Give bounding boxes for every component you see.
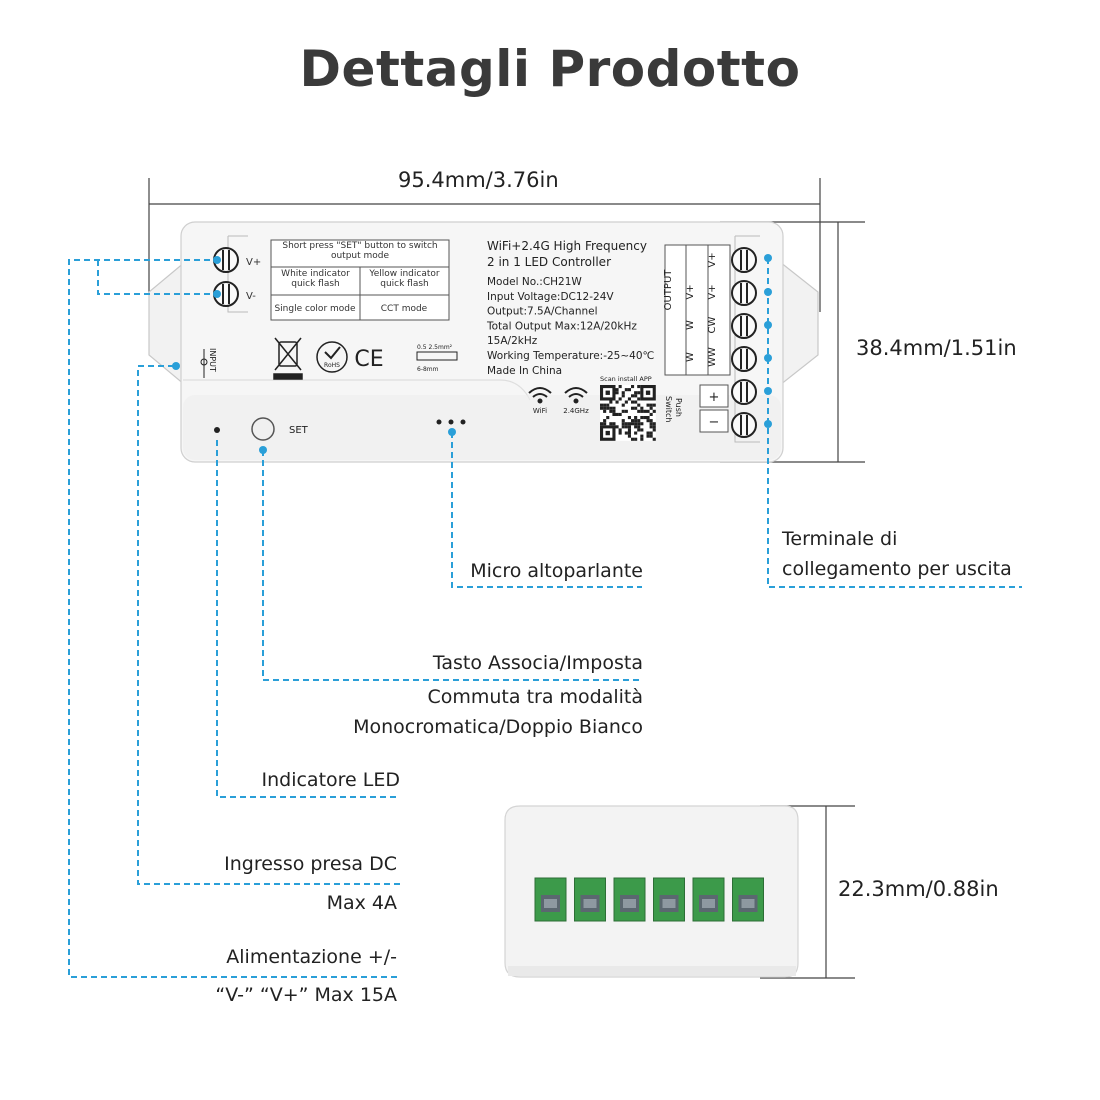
- vminus-label: V-: [246, 291, 256, 302]
- leader-dots: [172, 254, 772, 454]
- svg-text:V+: V+: [685, 284, 696, 299]
- spec-line: Model No.:CH21W: [487, 276, 582, 288]
- wire-strip-icon: 0.5 2.5mm² 6-8mm: [416, 344, 458, 373]
- output-screw-terminal: [731, 247, 757, 273]
- terminal-callout-line2: collegamento per uscita: [782, 558, 1012, 580]
- dc-callout-line1: Ingresso presa DC: [224, 853, 397, 875]
- spec-line: Output:7.5A/Channel: [487, 306, 598, 318]
- white-indicator-text: White indicator quick flash: [281, 269, 350, 289]
- rohs-label: RoHS: [324, 362, 340, 369]
- ce-mark: CE: [354, 347, 383, 372]
- weee-icon: [273, 337, 303, 380]
- output-screw-terminal: [731, 346, 757, 372]
- side-terminal-block: [692, 877, 725, 922]
- speaker-leader: [451, 432, 642, 588]
- right-mounting-ear: [779, 260, 819, 387]
- push-label: Push: [674, 398, 683, 417]
- controller-side-view: [504, 805, 799, 978]
- spec-line: Made In China: [487, 365, 562, 377]
- spec-line: 15A/2kHz: [487, 335, 538, 347]
- set-callout-line2: Commuta tra modalità: [427, 686, 643, 708]
- width-dimension: 95.4mm/3.76in: [398, 168, 559, 192]
- side-terminals: [534, 877, 764, 922]
- spec-line: Total Output Max:12A/20kHz: [486, 320, 637, 332]
- svg-text:−: −: [709, 415, 720, 430]
- led-leader: [216, 440, 400, 798]
- page-title: Dettagli Prodotto: [299, 40, 801, 98]
- input-label: INPUT: [208, 348, 217, 372]
- spec-title-2: 2 in 1 LED Controller: [487, 255, 611, 269]
- vplus-label: V+: [246, 257, 261, 268]
- set-leader: [262, 450, 642, 681]
- spec-line: Input Voltage:DC12-24V: [487, 291, 614, 303]
- power-leader: [68, 259, 400, 978]
- mode-table: Short press "SET" button to switch outpu…: [270, 239, 450, 321]
- controller-top-view: V+ V- Short press "SET" button to switch…: [148, 221, 819, 463]
- mode-table-header: Short press "SET" button to switch outpu…: [282, 241, 438, 261]
- svg-text:V+: V+: [707, 252, 718, 267]
- qr-code: [600, 385, 656, 441]
- svg-text:0.5 2.5mm²: 0.5 2.5mm²: [417, 344, 453, 351]
- terminal-callout-line1: Terminale di: [782, 528, 898, 550]
- leader-lines: [68, 258, 1022, 978]
- scan-label: Scan install APP: [600, 375, 652, 383]
- led-callout: Indicatore LED: [261, 769, 401, 791]
- svg-text:6-8mm: 6-8mm: [417, 366, 439, 373]
- switch-label: Switch: [664, 396, 673, 422]
- dimension-lines: [148, 178, 865, 979]
- output-screw-terminal: [731, 280, 757, 306]
- svg-text:W: W: [685, 352, 696, 362]
- cct-text: CCT mode: [381, 304, 428, 314]
- output-terminals: [731, 235, 760, 443]
- power-callout-line2: “V-” “V+” Max 15A: [215, 984, 397, 1006]
- speaker-callout: Micro altoparlante: [470, 560, 643, 582]
- output-label: OUTPUT: [663, 269, 674, 311]
- svg-text:V+: V+: [707, 284, 718, 299]
- side-terminal-block: [534, 877, 567, 922]
- output-screw-terminal: [731, 313, 757, 339]
- svg-text:CW: CW: [707, 316, 718, 333]
- yellow-indicator-text: Yellow indicator quick flash: [369, 269, 440, 289]
- output-screw-terminal: [731, 412, 757, 438]
- side-terminal-block: [732, 877, 764, 922]
- power-callout-line1: Alimentazione +/-: [226, 946, 397, 968]
- output-screw-terminal: [731, 379, 757, 405]
- side-terminal-block: [653, 877, 685, 922]
- spec-line: Working Temperature:-25~40℃: [487, 350, 654, 362]
- svg-text:+: +: [709, 390, 720, 405]
- depth-dimension: 22.3mm/0.88in: [838, 877, 999, 901]
- set-callout-line3: Monocromatica/Doppio Bianco: [353, 716, 643, 738]
- rohs-icon: RoHS: [316, 341, 348, 373]
- spec-title-1: WiFi+2.4G High Frequency: [487, 239, 647, 253]
- output-labels: OUTPUT W W V+ WW CW V+ V+: [663, 244, 731, 376]
- svg-text:WW: WW: [707, 347, 718, 367]
- set-label: SET: [289, 425, 309, 436]
- svg-text:W: W: [685, 320, 696, 330]
- input-terminal-vminus: [213, 281, 239, 307]
- rf-2-4ghz-icon: [564, 387, 588, 404]
- dc-input-leader: [137, 365, 400, 885]
- height-dimension: 38.4mm/1.51in: [856, 336, 1017, 360]
- side-terminal-block: [613, 877, 646, 922]
- led-indicator: [214, 427, 220, 433]
- wifi-icon: [528, 387, 552, 404]
- set-callout-line1: Tasto Associa/Imposta: [432, 652, 643, 674]
- side-terminal-block: [574, 877, 606, 922]
- dc-input-icon: INPUT: [200, 348, 217, 378]
- speaker-holes: [436, 419, 466, 425]
- dc-callout-line2: Max 4A: [326, 892, 397, 914]
- spec-lines: Model No.:CH21W Input Voltage:DC12-24V Out…: [486, 276, 654, 377]
- set-button[interactable]: [251, 417, 275, 441]
- freq-label: 2.4GHz: [563, 407, 589, 415]
- single-color-text: Single color mode: [274, 304, 356, 314]
- wifi-label: WiFi: [533, 407, 547, 415]
- plus-minus-box: + −: [699, 384, 729, 433]
